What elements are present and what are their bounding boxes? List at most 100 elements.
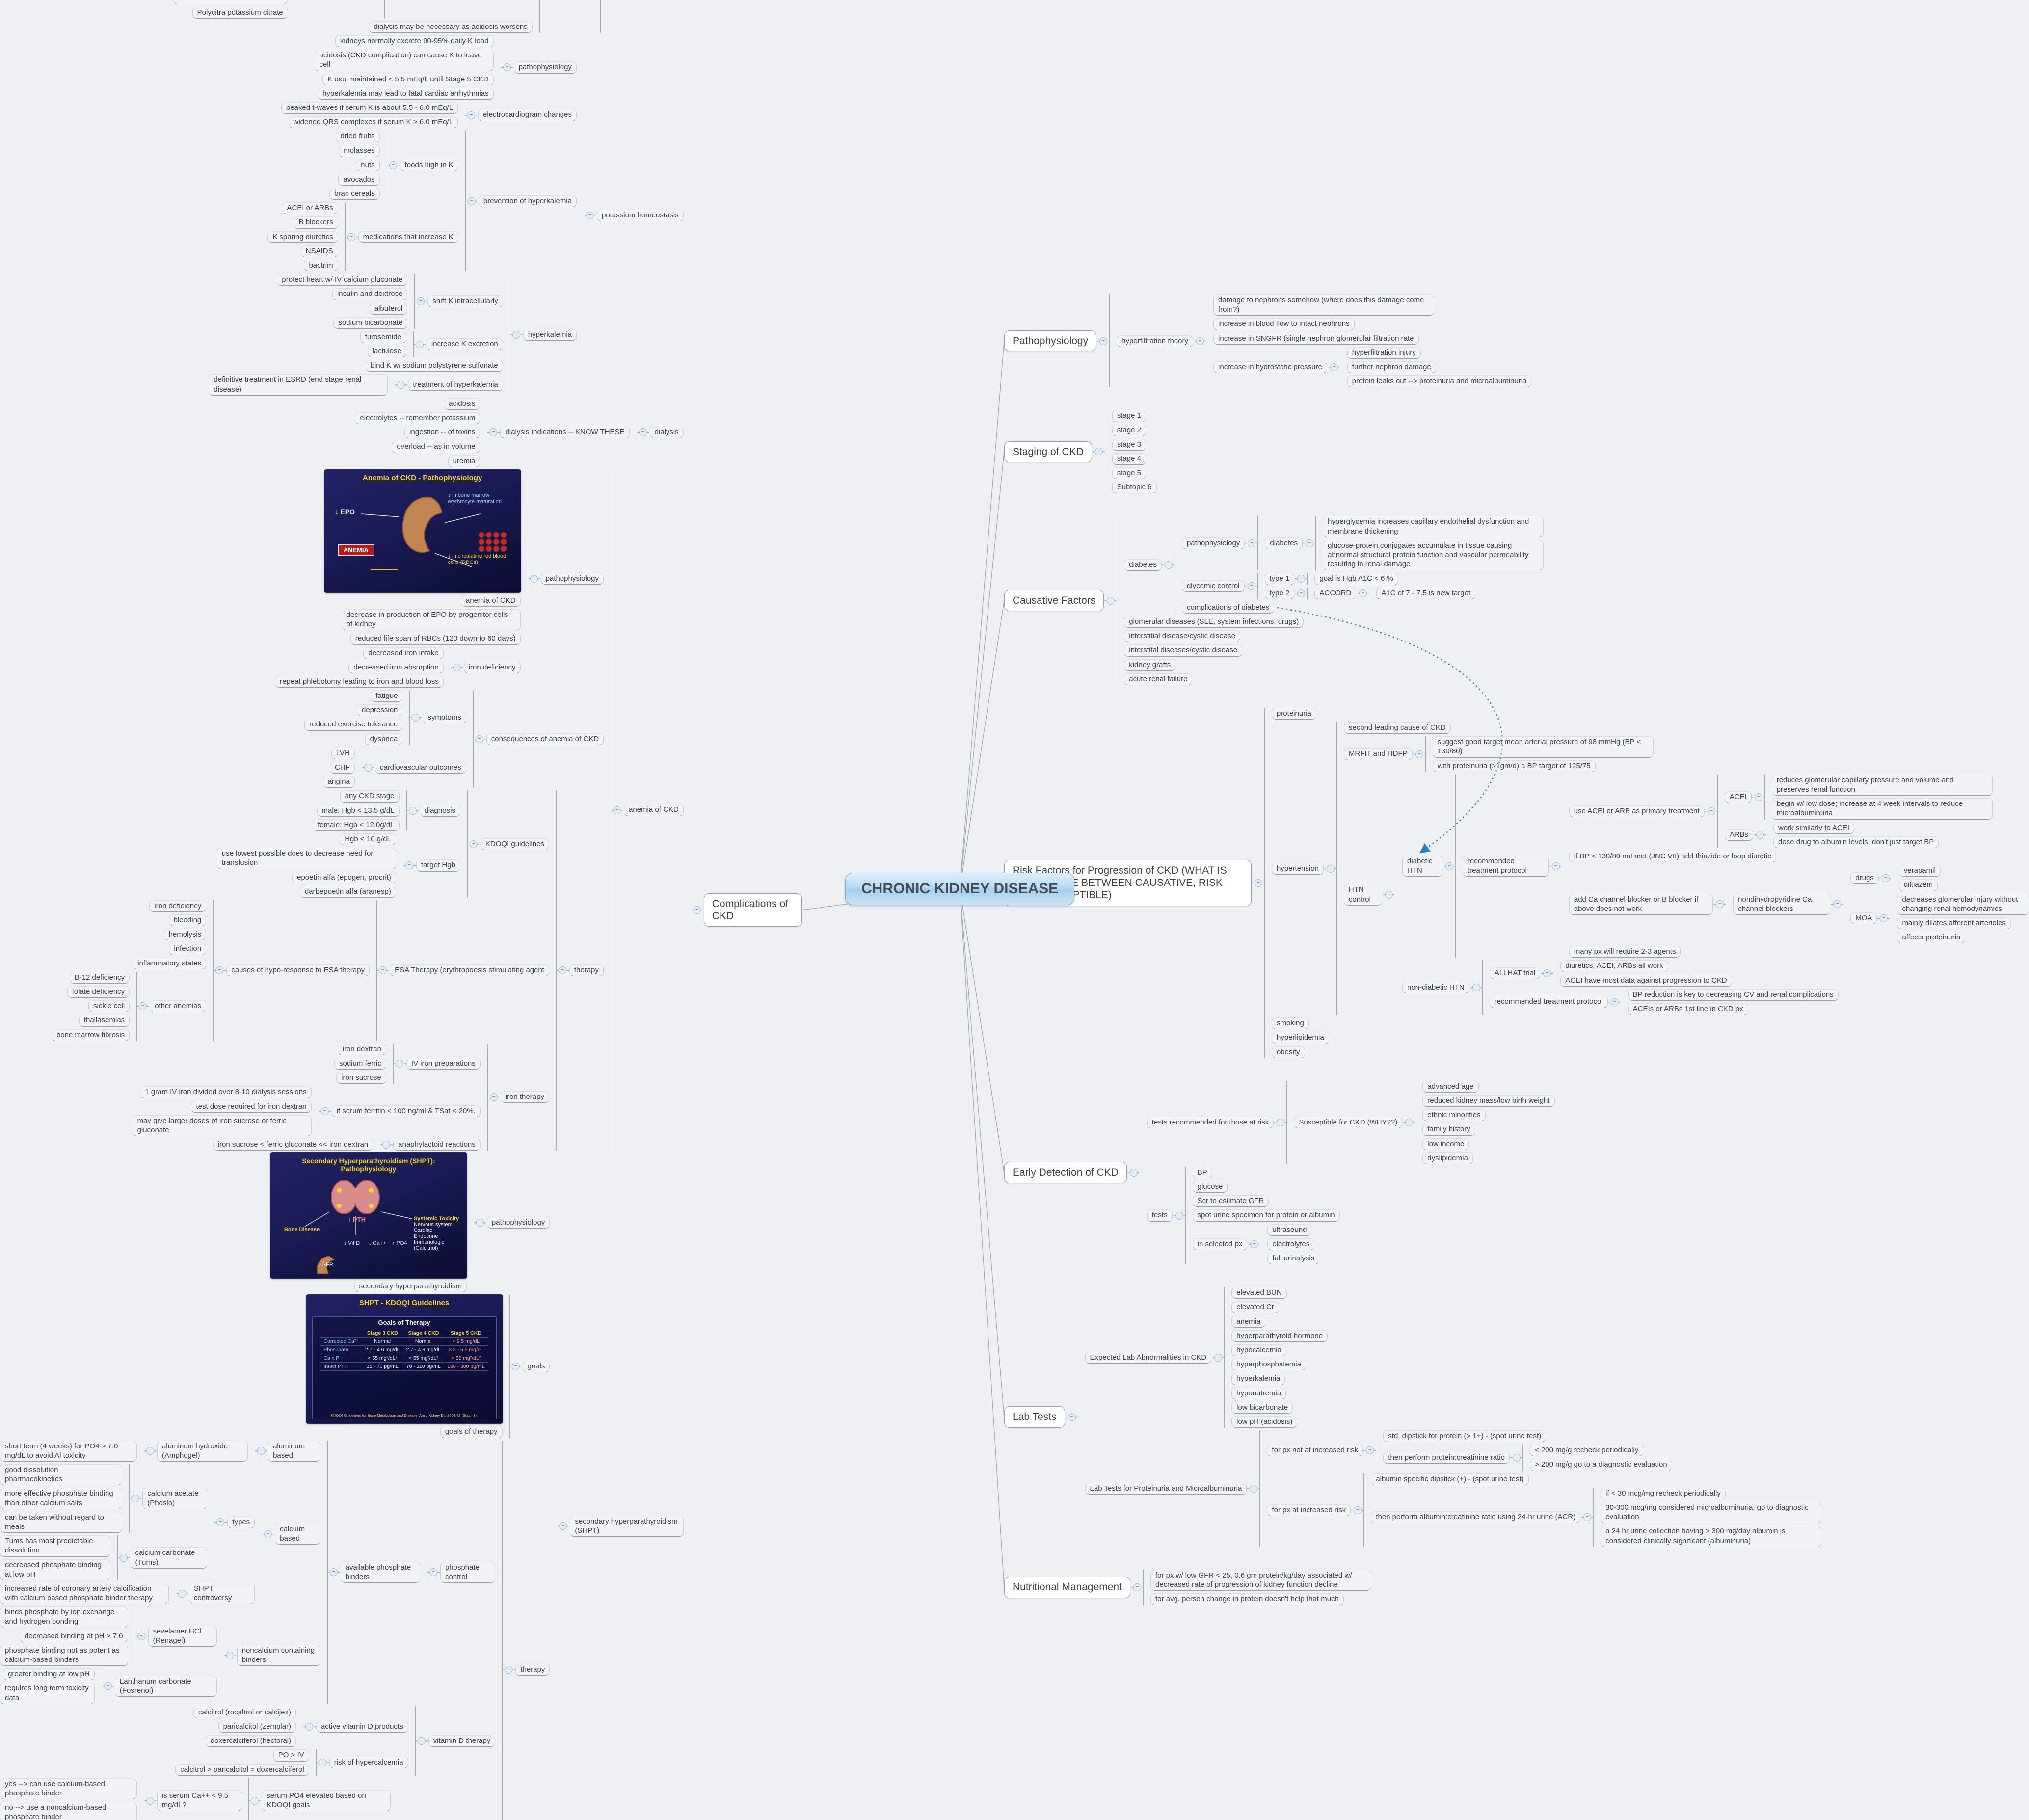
- subtopic[interactable]: avocados: [338, 173, 380, 186]
- collapse-toggle-icon[interactable]: −: [104, 1682, 112, 1690]
- subtopic[interactable]: therapy: [515, 1664, 550, 1676]
- main-topic[interactable]: Complications of CKD: [703, 893, 802, 927]
- subtopic[interactable]: hyponatremia: [1231, 1387, 1286, 1399]
- subtopic[interactable]: doxercalciferol (hectoral): [205, 1735, 296, 1747]
- subtopic[interactable]: tests recommended for those at risk: [1147, 1116, 1274, 1128]
- subtopic[interactable]: phosphate binding not as potent as calci…: [0, 1644, 128, 1666]
- subtopic[interactable]: in selected px: [1192, 1238, 1248, 1250]
- subtopic[interactable]: bleeding: [168, 914, 207, 927]
- subtopic[interactable]: non-diabetic HTN: [1402, 982, 1469, 994]
- subtopic[interactable]: sevelamer HCl (Renagel): [148, 1626, 217, 1647]
- subtopic[interactable]: decreased phosphate binding at low pH: [0, 1559, 110, 1580]
- subtopic[interactable]: many px will require 2-3 agents: [1569, 946, 1681, 958]
- subtopic[interactable]: std. dipstick for protein (> 1+) - (spot…: [1383, 1430, 1547, 1443]
- subtopic[interactable]: potassium homeostasis: [597, 209, 684, 221]
- subtopic[interactable]: BP reduction is key to decreasing CV and…: [1628, 989, 1839, 1001]
- subtopic[interactable]: kidneys normally excrete 90-95% daily K …: [335, 35, 494, 48]
- subtopic[interactable]: advanced age: [1422, 1080, 1479, 1093]
- collapse-toggle-icon[interactable]: −: [1107, 596, 1115, 605]
- collapse-toggle-icon[interactable]: −: [1833, 900, 1842, 909]
- subtopic[interactable]: Susceptible for CKD (WHY??): [1294, 1116, 1403, 1128]
- collapse-toggle-icon[interactable]: −: [1255, 879, 1262, 887]
- subtopic[interactable]: depression: [357, 704, 403, 717]
- collapse-toggle-icon[interactable]: −: [417, 1737, 426, 1745]
- subtopic[interactable]: secondary hyperparathyroidism: [354, 1281, 467, 1293]
- collapse-toggle-icon[interactable]: −: [559, 1522, 567, 1530]
- subtopic[interactable]: anemia of CKD: [460, 594, 521, 607]
- subtopic[interactable]: smoking: [1272, 1017, 1309, 1030]
- subtopic[interactable]: thallasemias: [79, 1015, 130, 1027]
- collapse-toggle-icon[interactable]: −: [1754, 793, 1762, 801]
- collapse-toggle-icon[interactable]: −: [469, 840, 478, 848]
- subtopic[interactable]: other anemias: [150, 1000, 207, 1013]
- subtopic[interactable]: increase K excretion: [426, 338, 503, 350]
- collapse-toggle-icon[interactable]: −: [1214, 1353, 1223, 1362]
- subtopic[interactable]: > 200 mg/g go to a diagnostic evaluation: [1529, 1459, 1672, 1471]
- collapse-toggle-icon[interactable]: −: [1472, 984, 1480, 992]
- subtopic[interactable]: low pH (acidosis): [1231, 1416, 1298, 1428]
- collapse-toggle-icon[interactable]: −: [382, 1141, 391, 1149]
- subtopic[interactable]: stage 3: [1112, 438, 1146, 451]
- subtopic[interactable]: good dissolution pharmacokinetics: [0, 1464, 123, 1486]
- subtopic[interactable]: target Hgb: [416, 859, 460, 872]
- subtopic[interactable]: kidney grafts: [1124, 659, 1176, 671]
- subtopic[interactable]: then perform albumin:creatinine ratio us…: [1371, 1511, 1581, 1524]
- subtopic[interactable]: bran cereals: [329, 188, 380, 200]
- subtopic[interactable]: sickle cell: [88, 1000, 130, 1013]
- collapse-toggle-icon[interactable]: −: [1175, 1211, 1183, 1220]
- subtopic[interactable]: diltiazem: [1898, 879, 1938, 891]
- subtopic[interactable]: diagnosis: [419, 804, 460, 817]
- collapse-toggle-icon[interactable]: −: [408, 806, 417, 815]
- subtopic[interactable]: complications of diabetes: [1181, 601, 1275, 614]
- subtopic[interactable]: protect heart w/ IV calcium gluconate: [277, 274, 408, 286]
- subtopic[interactable]: pathophysiology: [486, 1217, 550, 1229]
- collapse-toggle-icon[interactable]: −: [405, 861, 413, 870]
- subtopic[interactable]: further nephron damage: [1347, 361, 1436, 374]
- collapse-toggle-icon[interactable]: −: [1164, 561, 1173, 569]
- subtopic[interactable]: ACEIs or ARBs 1st line in CKD px: [1628, 1003, 1748, 1016]
- subtopic[interactable]: reduced kidney mass/low birth weight: [1422, 1095, 1555, 1107]
- subtopic[interactable]: short term (4 weeks) for PO4 > 7.0 mg/dL…: [0, 1440, 137, 1462]
- collapse-toggle-icon[interactable]: −: [257, 1447, 266, 1455]
- subtopic[interactable]: second leading cause of CKD: [1343, 722, 1451, 734]
- collapse-toggle-icon[interactable]: −: [1326, 864, 1335, 873]
- subtopic[interactable]: MOA: [1850, 912, 1877, 925]
- subtopic[interactable]: male: Hgb < 13.5 g/dL: [317, 804, 400, 817]
- subtopic[interactable]: iron deficiency: [463, 661, 521, 673]
- collapse-toggle-icon[interactable]: −: [1405, 1118, 1414, 1126]
- collapse-toggle-icon[interactable]: −: [467, 111, 476, 119]
- collapse-toggle-icon[interactable]: −: [1250, 1240, 1258, 1248]
- subtopic[interactable]: proteinuria: [1272, 707, 1316, 720]
- subtopic[interactable]: pathophysiology: [1181, 537, 1245, 549]
- subtopic[interactable]: PO > IV: [273, 1749, 309, 1762]
- subtopic[interactable]: epoetin alfa (epogen, procrit): [292, 871, 396, 883]
- subtopic[interactable]: iron sucrose: [336, 1072, 386, 1084]
- subtopic[interactable]: decreased iron absorption: [348, 661, 444, 673]
- subtopic[interactable]: dyslipidemia: [1422, 1152, 1473, 1164]
- subtopic[interactable]: calcitrol > paricalcitol = doxercalcifer…: [175, 1764, 309, 1776]
- collapse-toggle-icon[interactable]: −: [320, 1107, 329, 1116]
- subtopic[interactable]: phosphate control: [440, 1561, 496, 1583]
- subtopic[interactable]: requires long term toxicity data: [0, 1683, 95, 1704]
- collapse-toggle-icon[interactable]: −: [251, 1796, 259, 1805]
- subtopic[interactable]: can be taken without regard to meals: [0, 1511, 123, 1533]
- subtopic[interactable]: hyperphosphatemia: [1231, 1359, 1306, 1371]
- subtopic[interactable]: acidosis: [444, 398, 481, 410]
- subtopic[interactable]: ACEI: [1724, 791, 1752, 803]
- collapse-toggle-icon[interactable]: −: [1415, 750, 1423, 758]
- subtopic[interactable]: widened QRS complexes if serum K > 6.0 m…: [288, 116, 458, 129]
- subtopic[interactable]: uremia: [448, 455, 481, 467]
- collapse-toggle-icon[interactable]: −: [264, 1530, 272, 1538]
- subtopic[interactable]: calcium carbonate (Tums): [130, 1547, 208, 1569]
- collapse-toggle-icon[interactable]: −: [1707, 807, 1715, 815]
- subtopic[interactable]: infection: [169, 943, 207, 955]
- subtopic[interactable]: Expected Lab Abnormalities in CKD: [1085, 1351, 1212, 1364]
- subtopic[interactable]: interstital diseases/cystic disease: [1124, 644, 1243, 657]
- subtopic[interactable]: electrolytes -- remember potassium: [355, 412, 481, 425]
- collapse-toggle-icon[interactable]: −: [395, 1060, 403, 1068]
- subtopic[interactable]: nuts: [356, 159, 380, 171]
- subtopic[interactable]: anemia of CKD: [624, 804, 684, 816]
- subtopic[interactable]: Shohl's solution is an alternative: [173, 0, 288, 4]
- subtopic[interactable]: greater binding at low pH: [3, 1668, 95, 1681]
- collapse-toggle-icon[interactable]: −: [693, 906, 701, 914]
